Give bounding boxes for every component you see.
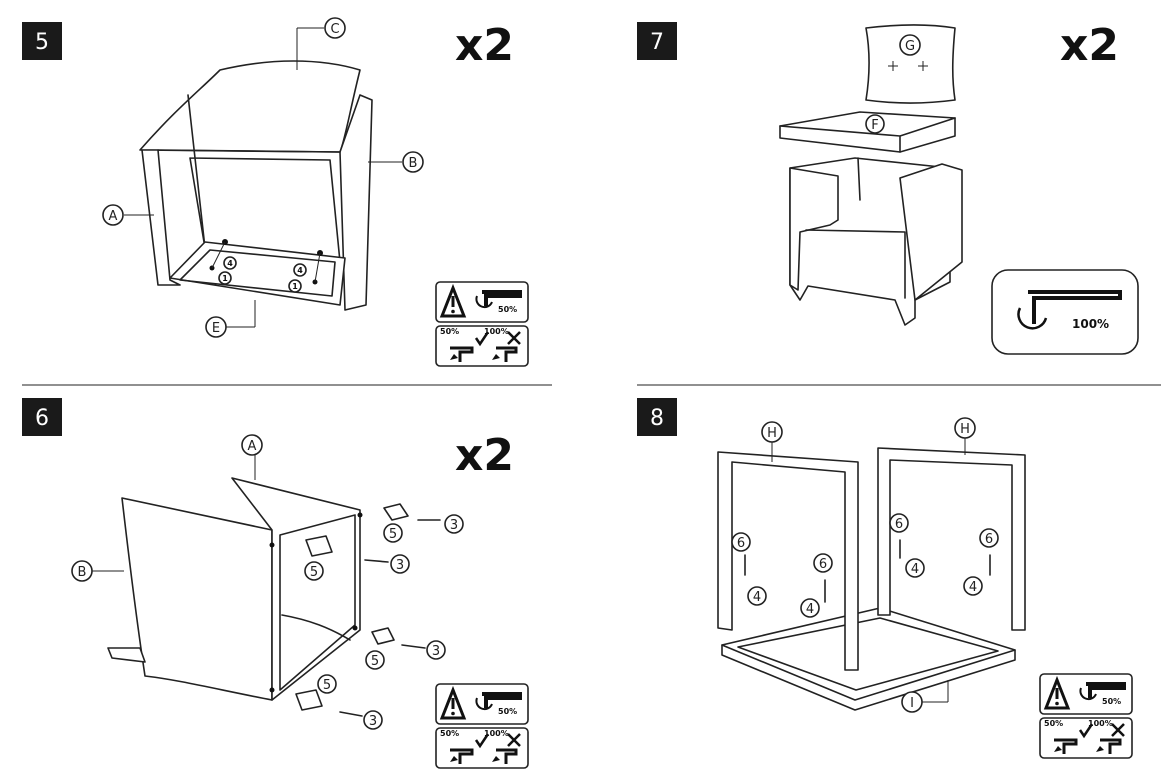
step-5-label-a: A [109,209,118,224]
part-h-frame-1 [717,451,859,671]
step-7-badge [637,22,677,60]
svg-text:4: 4 [806,602,814,617]
step-5-hw-4b: 4 [297,266,303,275]
svg-text:3: 3 [369,714,377,729]
svg-text:50%: 50% [498,707,517,716]
step-6-label-a: A [248,439,257,454]
step-8-label-h2: H [960,422,970,437]
svg-text:6: 6 [819,557,827,572]
step-5-hw-1b: 1 [292,282,298,291]
step-7-number: 7 [650,30,664,55]
part-f-cushion [779,111,956,153]
step-8-badge [637,398,677,436]
step-8-label-h1: H [767,426,777,441]
allen-key-icon [1028,290,1122,324]
svg-text:3: 3 [396,558,404,573]
svg-text:5: 5 [323,678,331,693]
svg-text:5: 5 [310,565,318,580]
svg-text:50%: 50% [440,327,459,336]
svg-text:3: 3 [432,644,440,659]
step-7-multiplier: x2 [1060,20,1119,71]
step-5: 5 x2 C B A E 4 1 4 1 [22,17,530,368]
step-6-multiplier: x2 [455,430,514,481]
step-5-label-e: E [212,321,220,336]
svg-text:50%: 50% [1044,719,1063,728]
step-5-hw-4a: 4 [227,259,233,268]
step-8: 8 H H I 6 6 6 6 4 4 4 4 50% 50% [637,398,1134,760]
svg-text:5: 5 [371,654,379,669]
step-6-warning-box: 50% 50% 100% [434,682,530,770]
step-5-hw-1a: 1 [222,274,228,283]
step-5-multiplier: x2 [455,20,514,71]
step-6: 6 x2 A B 5 5 5 5 3 3 [22,398,530,770]
svg-text:6: 6 [895,517,903,532]
step-5-label-b: B [409,156,418,171]
step-5-label-c: C [330,22,339,37]
step-8-warning-box: 50% 50% 100% [1038,672,1134,760]
svg-text:50%: 50% [1102,697,1121,706]
part-c-panel [139,60,361,153]
svg-text:4: 4 [969,580,977,595]
step-6-badge [22,398,62,436]
step-7-torque: 100% [1072,317,1109,331]
step-5-badge [22,22,62,60]
svg-text:4: 4 [753,590,761,605]
svg-text:50%: 50% [440,729,459,738]
part-b-panel [339,94,373,311]
svg-text:4: 4 [911,562,919,577]
part-b-side [121,497,273,701]
svg-text:100%: 100% [1088,719,1113,728]
step-6-label-b: B [78,565,87,580]
part-a-panel [141,149,181,286]
step-7-torque-box: 100% [991,269,1139,355]
step-6-number: 6 [35,406,49,431]
svg-text:3: 3 [450,518,458,533]
step-7: 7 x2 G F 100% [637,20,1139,355]
step-8-number: 8 [650,406,664,431]
rotate-icon [1017,307,1048,330]
part-h-frame-2 [877,447,1026,631]
svg-text:5: 5 [389,527,397,542]
step-5-number: 5 [35,30,49,55]
part-g-cushion [865,24,956,104]
part-e-panel [169,241,346,306]
svg-text:100%: 100% [484,729,509,738]
step-7-label-f: F [871,118,878,133]
svg-text:50%: 50% [498,305,517,314]
step-7-label-g: G [905,39,915,54]
step-5-warning-box: 50% 50% 100% [434,280,530,368]
svg-text:6: 6 [985,532,993,547]
svg-text:6: 6 [737,536,745,551]
svg-text:100%: 100% [484,327,509,336]
step-8-label-i: I [910,696,914,711]
